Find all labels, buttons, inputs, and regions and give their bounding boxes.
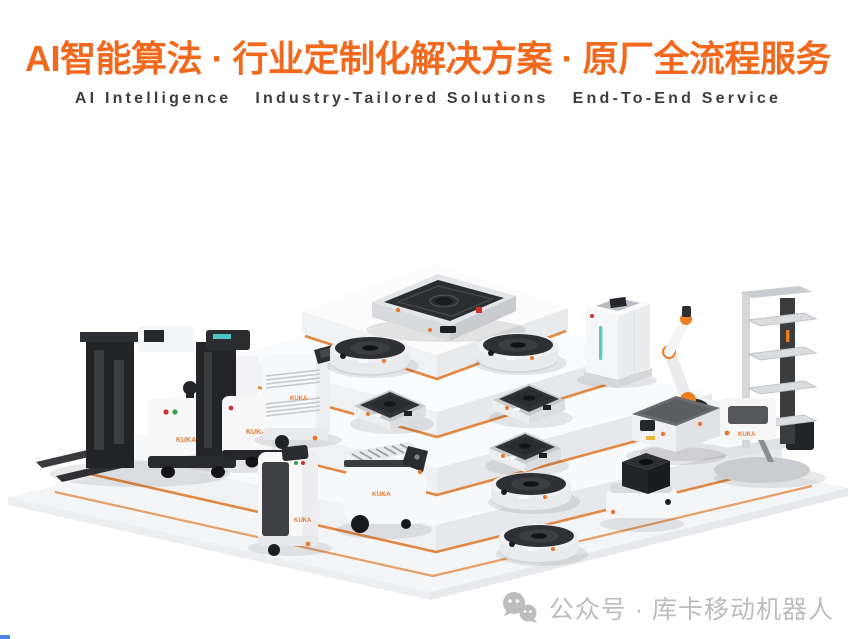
flat-platform-agv [366, 274, 526, 342]
watermark-text: 公众号 · 库卡移动机器人 [548, 596, 834, 624]
subtitle-segment-service: End-To-End Service [572, 90, 782, 107]
conveyor-amr: KUKA [336, 442, 432, 539]
wechat-icon [502, 592, 537, 623]
tall-rack-lift-robot: KUKA [714, 286, 826, 488]
page-title: AI智能算法 · 行业定制化解决方案 · 原厂全流程服务 [25, 38, 832, 79]
subtitle-segment-industry: Industry-Tailored Solutions [255, 90, 549, 107]
corner-sliver [0, 635, 10, 639]
forklift-agv: KUKA [36, 326, 236, 487]
kuka-logo: KUKA [290, 396, 308, 402]
kuka-logo: KUKA [176, 437, 196, 444]
subtitle: AI Intelligence Industry-Tailored Soluti… [0, 90, 856, 108]
storage-cabinet-robot [577, 296, 657, 388]
kuka-logo: KUKA [246, 429, 266, 436]
cube-carrier-amr [600, 453, 684, 532]
kuka-logo: KUKA [738, 432, 756, 438]
kuka-logo: KUKA [294, 518, 312, 524]
tower-delivery-robot: KUKA [248, 444, 332, 556]
subtitle-segment-ai: AI Intelligence [74, 90, 232, 107]
watermark: 公众号 · 库卡移动机器人 [501, 588, 834, 628]
box-agv [626, 396, 726, 465]
kuka-logo: KUKA [372, 491, 391, 498]
